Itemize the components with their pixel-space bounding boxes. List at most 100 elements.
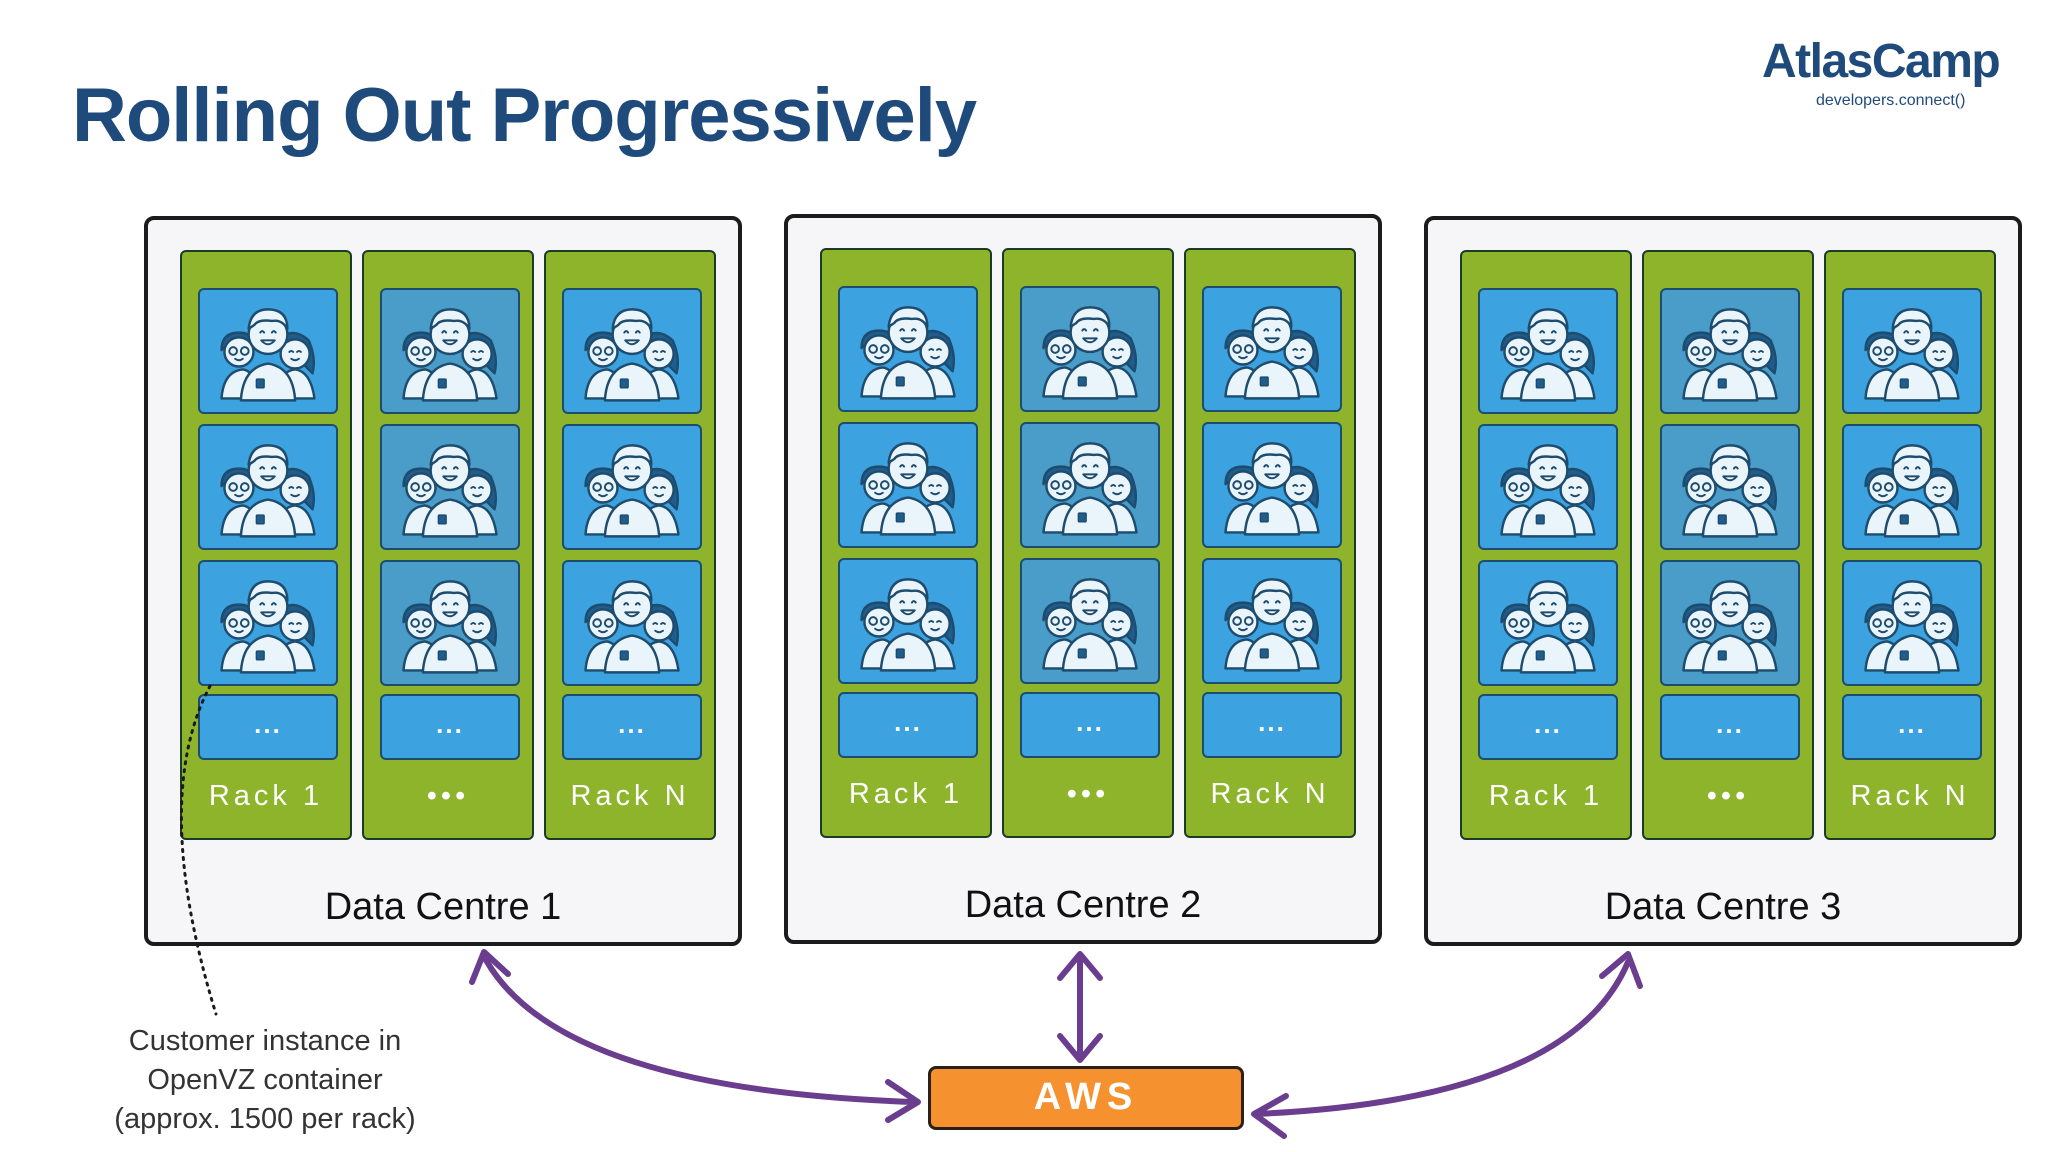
group-of-people-icon	[382, 426, 518, 548]
arrowhead-dc1	[469, 949, 511, 985]
more-instances-slot: ...	[1660, 694, 1800, 760]
data-centre-label: Data Centre 1	[324, 886, 562, 928]
rack-n: ... Rack N	[544, 250, 716, 840]
rack-label: Rack N	[570, 780, 690, 812]
logo-brand: AtlasCamp	[1762, 35, 2001, 88]
group-of-people-icon	[1480, 290, 1616, 412]
rack-1: ... Rack 1	[1460, 250, 1632, 840]
group-of-people-icon	[200, 562, 336, 684]
group-of-people-icon	[200, 426, 336, 548]
rack-ellipsis: ... •••	[1642, 250, 1814, 840]
customer-instance	[562, 424, 702, 550]
rack-label: •••	[1706, 780, 1750, 812]
group-of-people-icon	[200, 290, 336, 412]
arrowhead-dc2-top	[1057, 951, 1103, 981]
customer-instance	[1842, 424, 1982, 550]
group-of-people-icon	[840, 424, 976, 546]
page-title: Rolling Out Progressively	[72, 73, 977, 158]
group-of-people-icon	[1844, 562, 1980, 684]
rack-label: Rack 1	[1488, 780, 1604, 812]
more-instances-slot: ...	[1020, 692, 1160, 758]
rack-1: ... Rack 1	[180, 250, 352, 840]
rack-n: ... Rack N	[1184, 248, 1356, 838]
rack-n: ... Rack N	[1824, 250, 1996, 840]
customer-instance	[198, 560, 338, 686]
arrowhead-dc2-bottom	[1057, 1033, 1103, 1063]
group-of-people-icon	[564, 290, 700, 412]
customer-instance	[1478, 288, 1618, 414]
annotation-line: (approx. 1500 per rack)	[114, 1103, 416, 1135]
customer-instance	[562, 288, 702, 414]
rack-ellipsis: ... •••	[362, 250, 534, 840]
arrow-dc1-aws	[483, 957, 918, 1105]
customer-instance	[380, 424, 520, 550]
customer-instance	[1478, 560, 1618, 686]
arrowhead-dc3	[1599, 951, 1643, 989]
arrowhead-aws-left	[885, 1079, 921, 1123]
group-of-people-icon	[840, 560, 976, 682]
customer-instance	[1020, 422, 1160, 548]
customer-instance	[1202, 286, 1342, 412]
group-of-people-icon	[840, 288, 976, 410]
more-instances-slot: ...	[198, 694, 338, 760]
group-of-people-icon	[1022, 560, 1158, 682]
logo-tagline: developers.connect()	[1816, 92, 1966, 109]
customer-instance	[1202, 558, 1342, 684]
customer-instance	[380, 288, 520, 414]
more-instances-slot: ...	[562, 694, 702, 760]
more-instances-slot: ...	[838, 692, 978, 758]
annotation-note: Customer instance in OpenVZ container (a…	[70, 1022, 460, 1139]
customer-instance	[1020, 558, 1160, 684]
more-instances-slot: ...	[1842, 694, 1982, 760]
group-of-people-icon	[564, 562, 700, 684]
customer-instance	[1660, 288, 1800, 414]
group-of-people-icon	[564, 426, 700, 548]
data-centre-label: Data Centre 3	[1604, 886, 1842, 928]
rack-label: •••	[1066, 778, 1110, 810]
rack-ellipsis: ... •••	[1002, 248, 1174, 838]
customer-instance	[1202, 422, 1342, 548]
rack-label: Rack N	[1210, 778, 1330, 810]
customer-instance	[838, 286, 978, 412]
rack-label: Rack 1	[208, 780, 324, 812]
rack-1: ... Rack 1	[820, 248, 992, 838]
annotation-line: Customer instance in	[128, 1025, 402, 1057]
customer-instance	[198, 288, 338, 414]
customer-instance	[562, 560, 702, 686]
group-of-people-icon	[382, 562, 518, 684]
customer-instance	[380, 560, 520, 686]
arrowhead-aws-right	[1251, 1093, 1289, 1139]
group-of-people-icon	[1662, 426, 1798, 548]
rack-label: Rack N	[1850, 780, 1970, 812]
customer-instance	[1660, 560, 1800, 686]
group-of-people-icon	[1022, 288, 1158, 410]
group-of-people-icon	[1480, 562, 1616, 684]
customer-instance	[838, 422, 978, 548]
group-of-people-icon	[1662, 290, 1798, 412]
customer-instance	[1478, 424, 1618, 550]
customer-instance	[838, 558, 978, 684]
group-of-people-icon	[1204, 424, 1340, 546]
aws-box: AWS	[928, 1066, 1244, 1130]
rack-label: Rack 1	[848, 778, 964, 810]
group-of-people-icon	[1844, 290, 1980, 412]
group-of-people-icon	[1204, 288, 1340, 410]
group-of-people-icon	[1844, 426, 1980, 548]
data-centre-label: Data Centre 2	[964, 884, 1202, 926]
group-of-people-icon	[1204, 560, 1340, 682]
more-instances-slot: ...	[1202, 692, 1342, 758]
group-of-people-icon	[1480, 426, 1616, 548]
more-instances-slot: ...	[1478, 694, 1618, 760]
annotation-line: OpenVZ container	[147, 1064, 383, 1096]
rack-label: •••	[426, 780, 470, 812]
data-centre-1: ... Rack 1 ... ••• ... Rack N Data Centr…	[144, 216, 742, 946]
arrow-dc3-aws	[1253, 959, 1631, 1117]
data-centre-2: ... Rack 1 ... ••• ... Rack N Data Centr…	[784, 214, 1382, 944]
customer-instance	[1842, 288, 1982, 414]
customer-instance	[1842, 560, 1982, 686]
group-of-people-icon	[382, 290, 518, 412]
customer-instance	[1660, 424, 1800, 550]
group-of-people-icon	[1662, 562, 1798, 684]
customer-instance	[198, 424, 338, 550]
data-centre-3: ... Rack 1 ... ••• ... Rack N Data Centr…	[1424, 216, 2022, 946]
